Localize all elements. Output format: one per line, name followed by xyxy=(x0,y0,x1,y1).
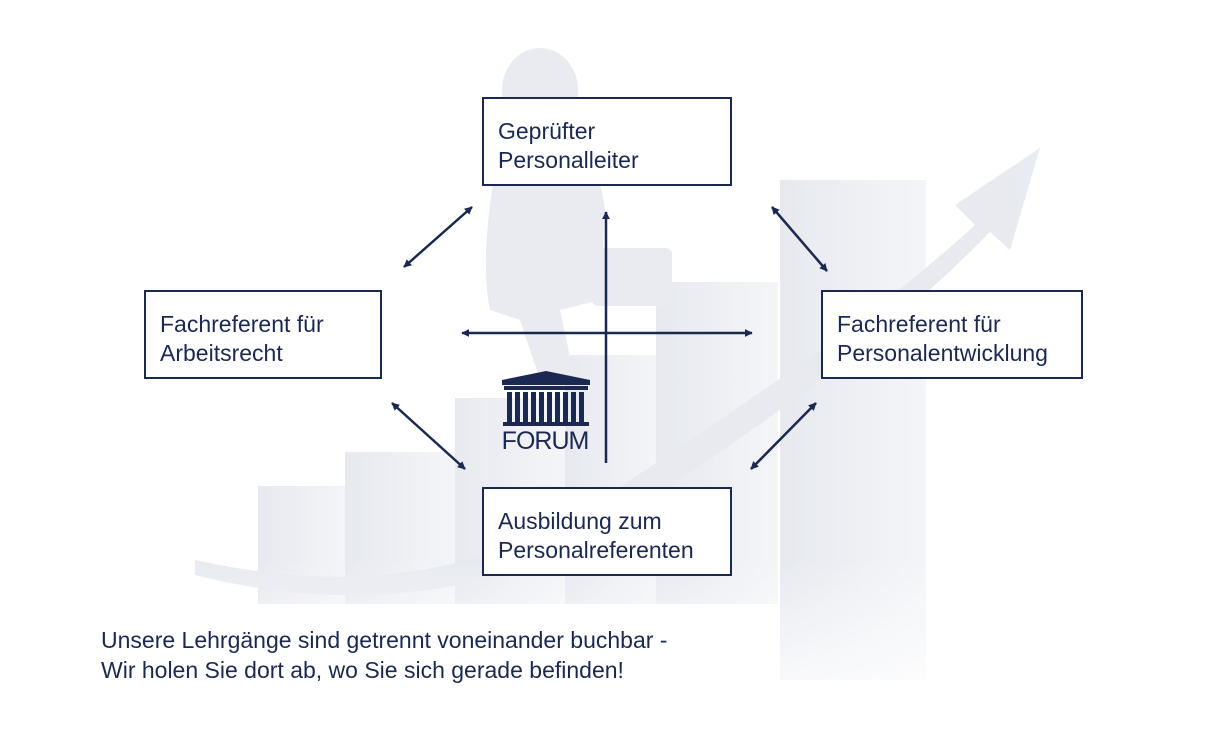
node-right-line1: Fachreferent für xyxy=(837,311,1001,337)
logo-wordmark: FORUM xyxy=(502,427,589,455)
arrow-bottom-right xyxy=(750,402,817,470)
node-bottom-line1: Ausbildung zum xyxy=(498,508,662,534)
arrow-top-left xyxy=(403,206,473,268)
arrow-bottom-left xyxy=(391,402,466,470)
node-gepruefter-personalleiter: Geprüfter Personalleiter xyxy=(482,97,732,186)
temple-icon xyxy=(502,371,590,426)
caption-line2: Wir holen Sie dort ab, wo Sie sich gerad… xyxy=(101,657,624,683)
node-fachreferent-personalentwicklung: Fachreferent für Personalentwicklung xyxy=(821,290,1083,379)
node-left-line1: Fachreferent für xyxy=(160,311,324,337)
node-top-line2: Personalleiter xyxy=(498,147,639,173)
node-right-line2: Personalentwicklung xyxy=(837,340,1048,366)
node-top-line1: Geprüfter xyxy=(498,118,596,144)
background-fade xyxy=(150,560,1000,720)
node-left-line2: Arbeitsrecht xyxy=(160,340,283,366)
caption-line1: Unsere Lehrgänge sind getrennt voneinand… xyxy=(101,627,668,653)
node-bottom-line2: Personalreferenten xyxy=(498,537,694,563)
forum-logo: FORUM xyxy=(502,371,590,455)
arrow-top-right xyxy=(771,206,828,272)
node-fachreferent-arbeitsrecht: Fachreferent für Arbeitsrecht xyxy=(144,290,382,379)
node-ausbildung-personalreferent: Ausbildung zum Personalreferenten xyxy=(482,487,732,576)
caption-text: Unsere Lehrgänge sind getrennt voneinand… xyxy=(101,625,667,685)
